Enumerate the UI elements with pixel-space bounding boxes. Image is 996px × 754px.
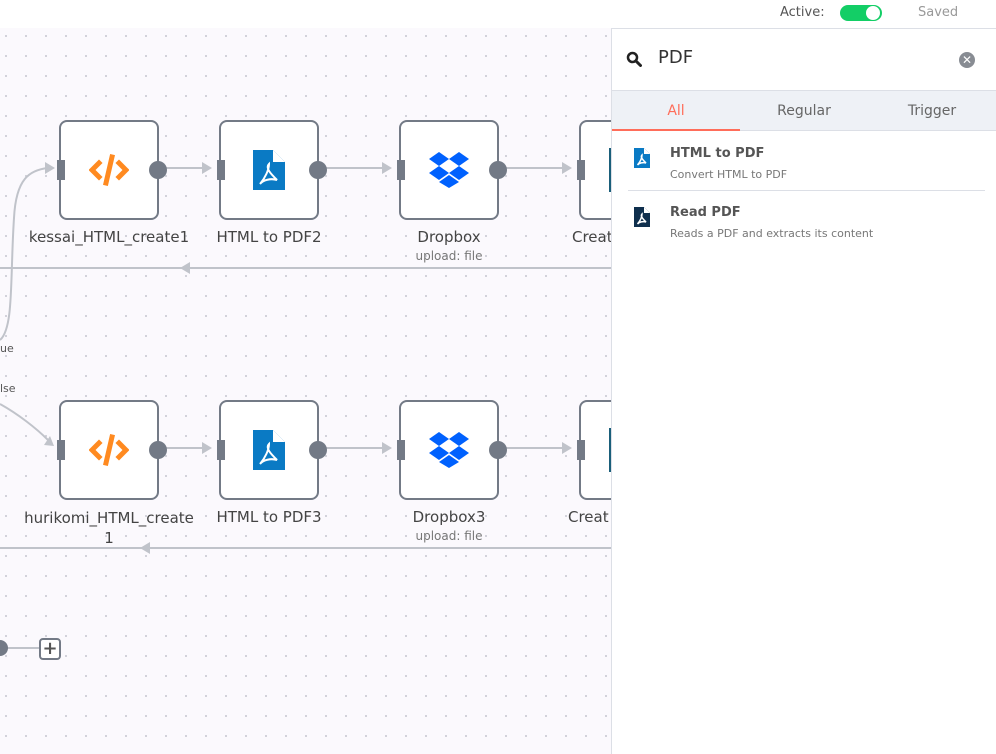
connections [0, 162, 611, 656]
branch-false-label: lse [0, 382, 16, 395]
pdf-icon [253, 430, 285, 470]
active-label: Active: [780, 5, 825, 20]
clear-search-icon[interactable]: ✕ [959, 52, 975, 68]
pdf-icon [634, 148, 650, 168]
node-create[interactable] [577, 400, 611, 500]
node-dropbox[interactable] [397, 120, 507, 220]
top-bar: Active: Saved [0, 0, 996, 28]
search-bar: ✕ [612, 29, 996, 90]
input-port[interactable] [577, 160, 585, 180]
code-icon [89, 154, 129, 186]
output-port[interactable] [489, 441, 507, 459]
search-icon [626, 51, 642, 67]
node-label: Creat [568, 508, 609, 526]
branch-true-label: ue [0, 342, 14, 355]
node-label: Dropbox [417, 228, 481, 246]
saved-status: Saved [918, 5, 959, 20]
tab-all[interactable]: All [612, 91, 740, 131]
node-subtitle: upload: file [415, 249, 483, 263]
tabs: All Regular Trigger [612, 90, 996, 131]
output-port[interactable] [309, 161, 327, 179]
active-toggle[interactable] [840, 5, 882, 21]
dropbox-icon [429, 152, 469, 188]
node-creator-panel: ✕ All Regular Trigger HTML to PDF Conver… [611, 28, 996, 754]
output-port[interactable] [489, 161, 507, 179]
tab-regular[interactable]: Regular [777, 103, 831, 119]
output-port[interactable] [149, 441, 167, 459]
node-label: Creat [572, 228, 611, 246]
list-item-read-pdf[interactable]: Read PDF Reads a PDF and extracts its co… [628, 191, 985, 249]
input-port[interactable] [57, 440, 65, 460]
input-port[interactable] [577, 440, 585, 460]
input-port[interactable] [217, 160, 225, 180]
input-port[interactable] [217, 440, 225, 460]
node-label: hurikomi_HTML_create 1 [24, 509, 194, 547]
input-port[interactable] [397, 160, 405, 180]
add-node-button[interactable]: + [39, 638, 61, 660]
item-title: HTML to PDF [670, 146, 765, 161]
dropbox-icon [429, 432, 469, 468]
output-port[interactable] [149, 161, 167, 179]
node-kessai-html-create1[interactable] [57, 120, 167, 220]
code-icon [89, 434, 129, 466]
item-description: Reads a PDF and extracts its content [670, 227, 874, 240]
item-title: Read PDF [670, 205, 741, 220]
node-create[interactable] [577, 120, 611, 220]
divider [628, 190, 985, 191]
node-dropbox3[interactable] [397, 400, 507, 500]
pdf-icon [253, 150, 285, 190]
input-port[interactable] [57, 160, 65, 180]
pdf-icon [634, 207, 650, 227]
list-item-html-to-pdf[interactable]: HTML to PDF Convert HTML to PDF [628, 132, 985, 190]
search-input[interactable] [658, 47, 938, 68]
node-hurikomi-html-create1[interactable] [57, 400, 167, 500]
workflow-canvas[interactable]: kessai_HTML_create1 HTML to PDF2 Dropbox… [0, 28, 611, 754]
item-description: Convert HTML to PDF [670, 168, 788, 181]
google-docs-icon [609, 428, 611, 472]
node-html-to-pdf3[interactable] [217, 400, 327, 500]
node-label: HTML to PDF2 [216, 228, 322, 246]
node-label: HTML to PDF3 [216, 508, 322, 526]
google-docs-icon [609, 148, 611, 192]
node-label: kessai_HTML_create1 [28, 228, 190, 246]
node-subtitle: upload: file [415, 529, 483, 543]
node-html-to-pdf2[interactable] [217, 120, 327, 220]
output-port[interactable] [309, 441, 327, 459]
tab-trigger[interactable]: Trigger [907, 103, 957, 119]
input-port[interactable] [397, 440, 405, 460]
node-label: Dropbox3 [412, 508, 486, 526]
